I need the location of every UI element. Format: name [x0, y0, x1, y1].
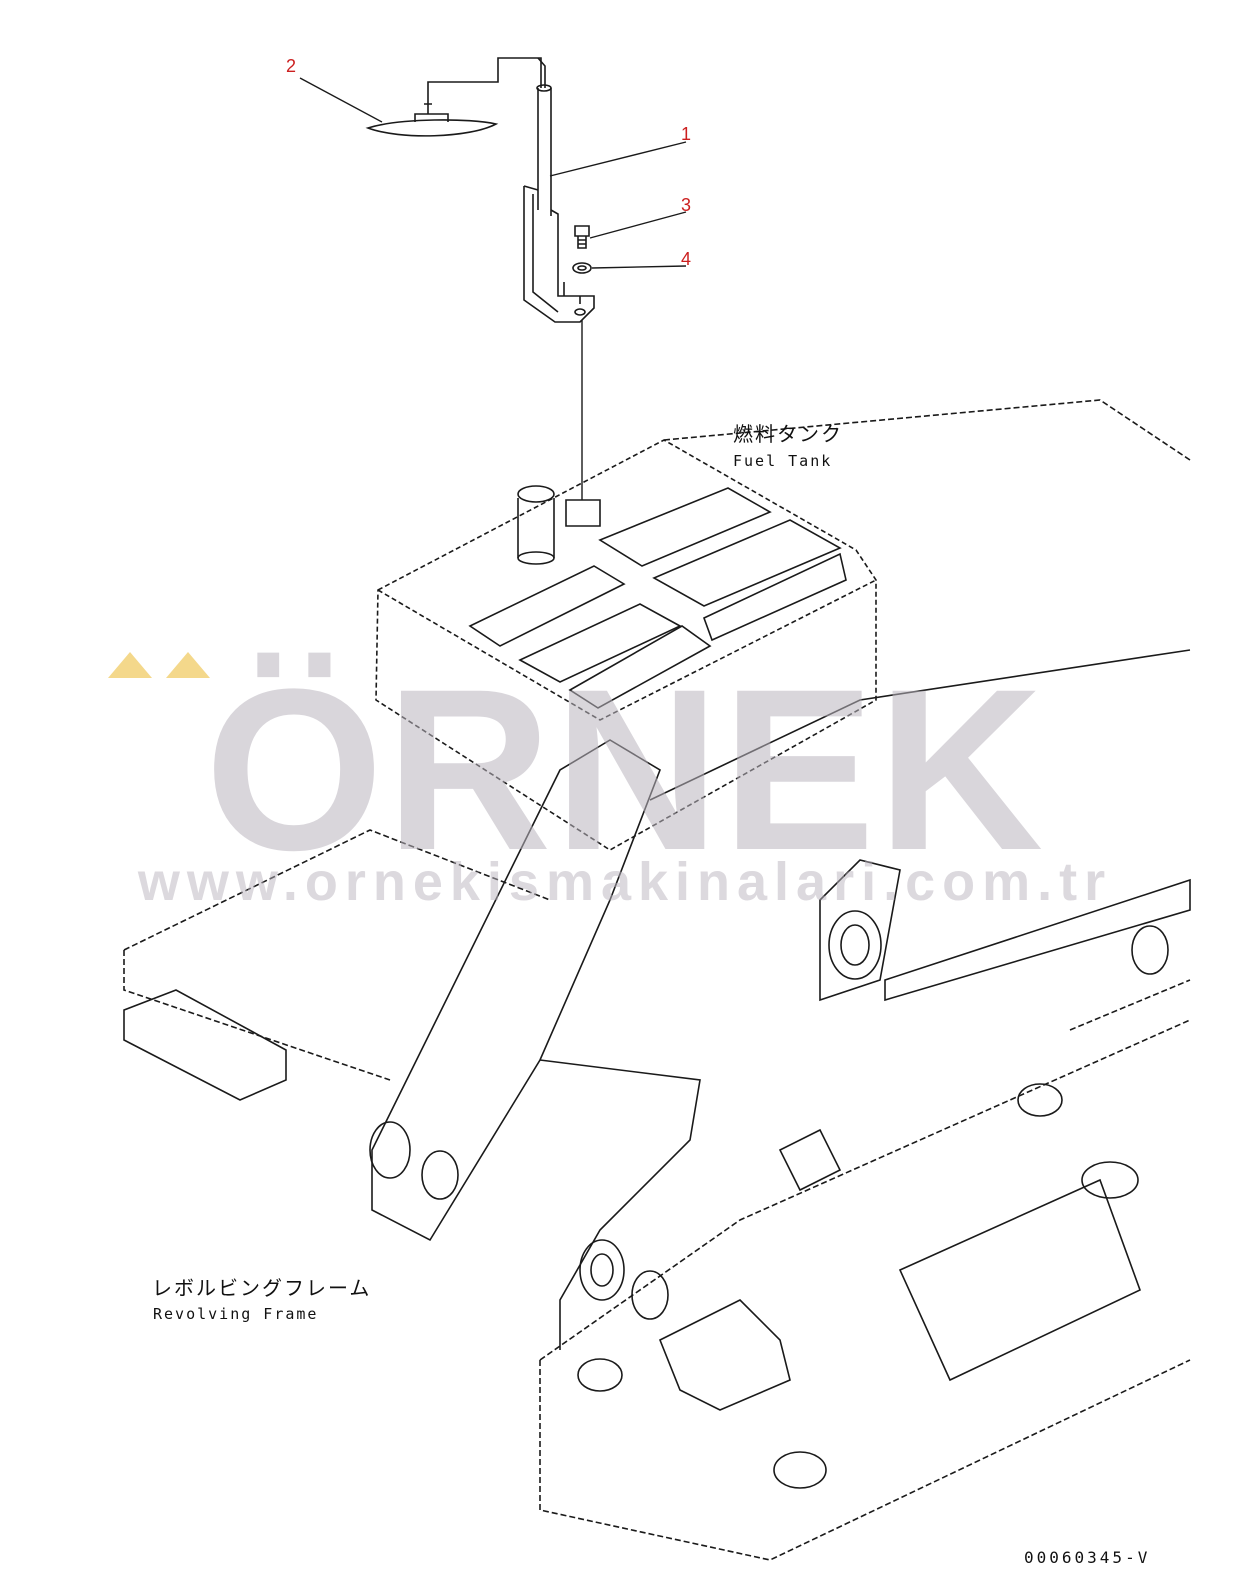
revolving-frame-outline [123, 399, 1191, 1561]
callout-2: 2 [286, 56, 297, 76]
part-3-bolt [574, 225, 590, 249]
watermark-brand: ÖRNEK [204, 641, 1046, 898]
watermark-accent-right [166, 652, 210, 678]
revolving-frame-details [123, 649, 1191, 1489]
leader-lines [299, 77, 687, 500]
fuel-tank-label-ja: 燃料タンク [733, 422, 843, 446]
drawing-number: 00060345-V [1024, 1548, 1151, 1567]
watermark-url: www.ornekismakinalari.com.tr [137, 852, 1113, 912]
part-4-washer [572, 262, 592, 274]
callout-3: 3 [681, 195, 692, 215]
part-1-stay [523, 57, 595, 323]
revolving-frame-label-en: Revolving Frame [153, 1305, 319, 1323]
fuel-tank-label-en: Fuel Tank [733, 452, 833, 470]
part-2-mirror [365, 57, 542, 137]
callout-4: 4 [681, 249, 692, 269]
fuel-tank-details [468, 485, 847, 709]
revolving-frame-label-ja: レボルビングフレーム [152, 1276, 372, 1300]
callout-1: 1 [681, 124, 692, 144]
fuel-tank-outline [375, 439, 877, 851]
watermark-accent-left [108, 652, 152, 678]
